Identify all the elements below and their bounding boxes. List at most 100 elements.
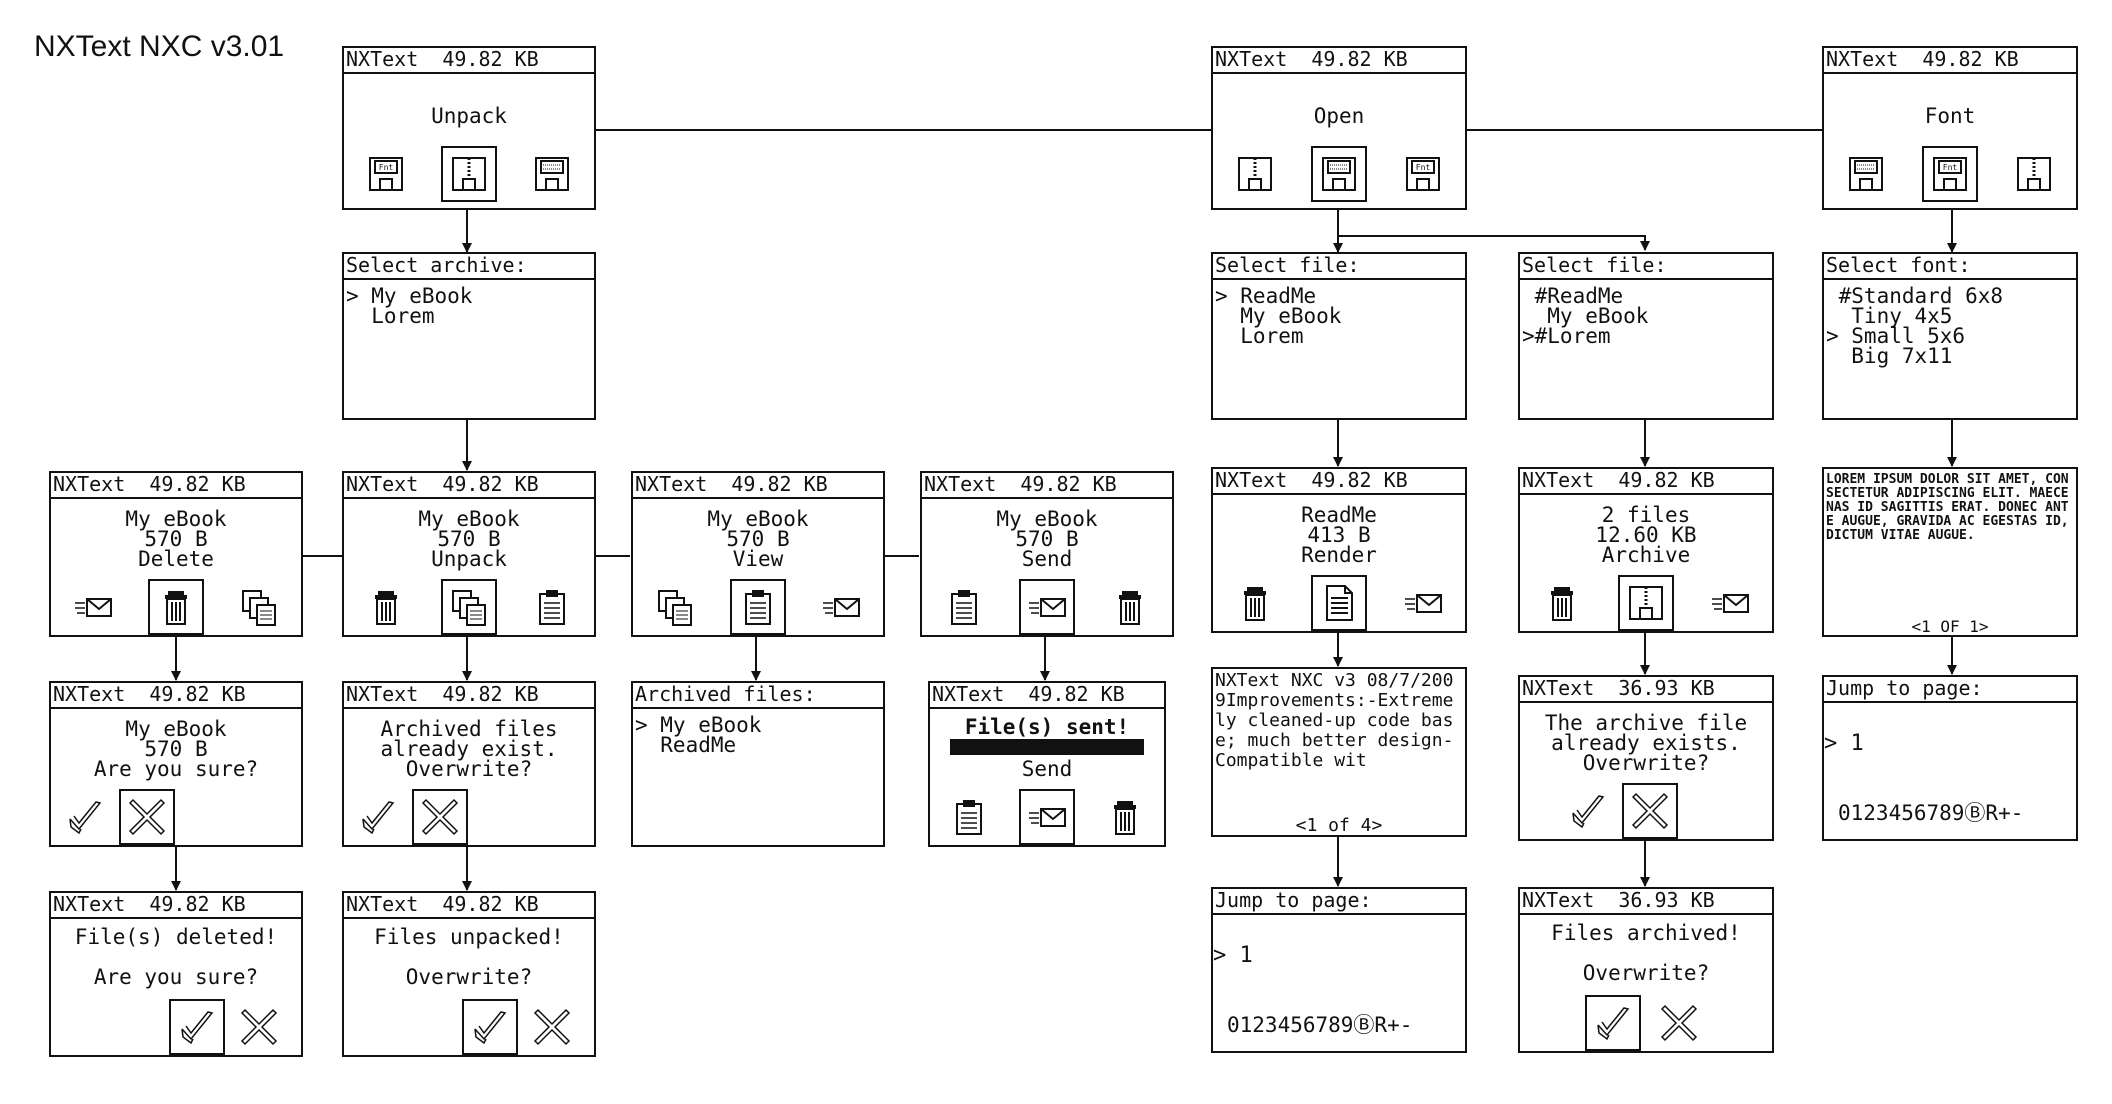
check-option[interactable] (462, 999, 518, 1055)
archived-list[interactable]: > My eBook ReadMe (635, 713, 762, 757)
document-option[interactable] (1311, 575, 1367, 631)
screen-archived-files: Archived files: > My eBook ReadMe (631, 681, 885, 847)
copy-option[interactable] (231, 579, 287, 635)
text-disk-option[interactable] (1838, 146, 1894, 202)
send-option[interactable] (1019, 789, 1075, 845)
svg-text:Fnt: Fnt (1943, 163, 1958, 172)
check-option[interactable] (57, 789, 113, 845)
status-bar: NXText 49.82 KB (922, 473, 1172, 499)
check-option[interactable] (350, 789, 406, 845)
file-list[interactable]: #ReadMe My eBook >#Lorem (1522, 284, 1649, 348)
zip-disk-option[interactable] (1227, 146, 1283, 202)
cross-option[interactable] (412, 789, 468, 845)
item-name: ReadMe (1301, 503, 1377, 527)
trash-icon (1551, 587, 1573, 621)
screen-ebook-unpack: NXText 49.82 KB My eBook 570 B Unpack (342, 471, 596, 637)
keypad[interactable]: 0123456789ⒷR+- (1838, 801, 2024, 825)
trash-option[interactable] (1534, 575, 1590, 631)
zip-disk-option[interactable] (440, 146, 497, 202)
font-preview-text: LOREM IPSUM DOLOR SIT AMET, CONSECTETUR … (1826, 472, 2077, 543)
item-name: My eBook (996, 507, 1098, 531)
page-input[interactable]: > 1 (1213, 943, 1253, 968)
trash-option[interactable] (1227, 575, 1283, 631)
item-name: My eBook (125, 507, 227, 531)
screen-ebook-send: NXText 49.82 KB My eBook 570 B Send (920, 471, 1174, 637)
screen-select-file-a: Select file: > ReadMe My eBook Lorem (1211, 252, 1467, 420)
status-bar: NXText 49.82 KB (1824, 48, 2076, 74)
font-list[interactable]: #Standard 6x8 Tiny 4x5 > Small 5x6 Big 7… (1826, 284, 2004, 368)
trash-option[interactable] (1102, 579, 1158, 635)
item-action: Unpack (431, 547, 507, 571)
trash-icon (1114, 801, 1136, 835)
confirm-question: Are you sure? (93, 965, 259, 989)
clipboard-option[interactable] (936, 579, 992, 635)
font-disk-option[interactable]: Fnt (358, 146, 414, 202)
send-option[interactable] (1018, 579, 1075, 635)
trash-icon (164, 591, 187, 625)
clipboard-icon (744, 590, 771, 625)
confirm-question: Are you sure? (93, 757, 259, 781)
clipboard-option[interactable] (941, 789, 997, 845)
send-option[interactable] (1395, 575, 1451, 631)
check-icon (1597, 1007, 1630, 1041)
zip-disk-option[interactable] (1618, 575, 1674, 631)
status-bar: NXText 49.82 KB (344, 473, 594, 499)
cross-option[interactable] (231, 999, 287, 1055)
cross-option[interactable] (1651, 995, 1707, 1051)
cross-icon (240, 1008, 278, 1046)
font-disk-option[interactable]: Fnt (1395, 146, 1451, 202)
keypad[interactable]: 0123456789ⒷR+- (1227, 1013, 1413, 1037)
send-icon (1029, 808, 1066, 827)
list-header: Jump to page: (1824, 677, 2076, 703)
status-bar: NXText 49.82 KB (633, 473, 883, 499)
file-list[interactable]: > ReadMe My eBook Lorem (1215, 284, 1342, 348)
trash-option[interactable] (147, 579, 204, 635)
screen-readme-render: NXText 49.82 KB ReadMe 413 B Render (1211, 467, 1467, 633)
copy-option[interactable] (647, 579, 703, 635)
arrow-open-selectb (1337, 209, 1650, 251)
clipboard-option[interactable] (524, 579, 580, 635)
screen-ebook-delete: NXText 49.82 KB My eBook 570 B Delete (49, 471, 303, 637)
text-disk-option[interactable] (524, 146, 580, 202)
text-disk-icon (535, 157, 570, 191)
page-input[interactable]: > 1 (1824, 731, 1864, 756)
item-name: My eBook (125, 717, 227, 741)
send-icon (74, 598, 112, 617)
screen-unpack-menu: NXText 49.82 KB Unpack Fnt (342, 46, 596, 210)
screen-select-font: Select font: #Standard 6x8 Tiny 4x5 > Sm… (1822, 252, 2078, 420)
text-disk-icon (1322, 157, 1356, 191)
check-option[interactable] (169, 999, 225, 1055)
screen-select-archive: Select archive: > My eBook Lorem (342, 252, 596, 420)
send-option[interactable] (65, 579, 121, 635)
cross-option[interactable] (524, 999, 580, 1055)
archive-list[interactable]: > My eBook Lorem (346, 284, 473, 328)
item-action: Render (1301, 543, 1377, 567)
diagram-title: NXText NXC v3.01 (34, 30, 285, 63)
readme-text: NXText NXC v3 08/7/2009Improvements:-Ext… (1215, 670, 1454, 771)
copy-option[interactable] (440, 579, 497, 635)
font-disk-icon: Fnt (368, 157, 403, 191)
item-action: Send (1021, 547, 1073, 571)
text-disk-option[interactable] (1311, 146, 1367, 202)
trash-icon (1119, 591, 1142, 625)
status-bar: NXText 49.82 KB (344, 48, 594, 74)
list-header: Select font: (1824, 254, 2076, 280)
check-option[interactable] (1585, 995, 1641, 1051)
send-option[interactable] (1702, 575, 1758, 631)
check-icon (362, 801, 395, 835)
check-option[interactable] (1560, 783, 1616, 839)
cross-option[interactable] (119, 789, 175, 845)
confirm-question: Overwrite? (405, 757, 533, 781)
item-size: 570 B (726, 527, 790, 551)
cross-option[interactable] (1622, 783, 1678, 839)
screen-archive-confirm: NXText 36.93 KB The archive file already… (1518, 675, 1774, 841)
zip-disk-option[interactable] (2006, 146, 2062, 202)
font-disk-option[interactable]: Fnt (1922, 146, 1978, 202)
clipboard-option[interactable] (729, 579, 786, 635)
item-action: Archive (1601, 543, 1691, 567)
trash-option[interactable] (1097, 789, 1153, 845)
item-size: 12.60 KB (1595, 523, 1697, 547)
send-option[interactable] (813, 579, 869, 635)
trash-option[interactable] (358, 579, 414, 635)
